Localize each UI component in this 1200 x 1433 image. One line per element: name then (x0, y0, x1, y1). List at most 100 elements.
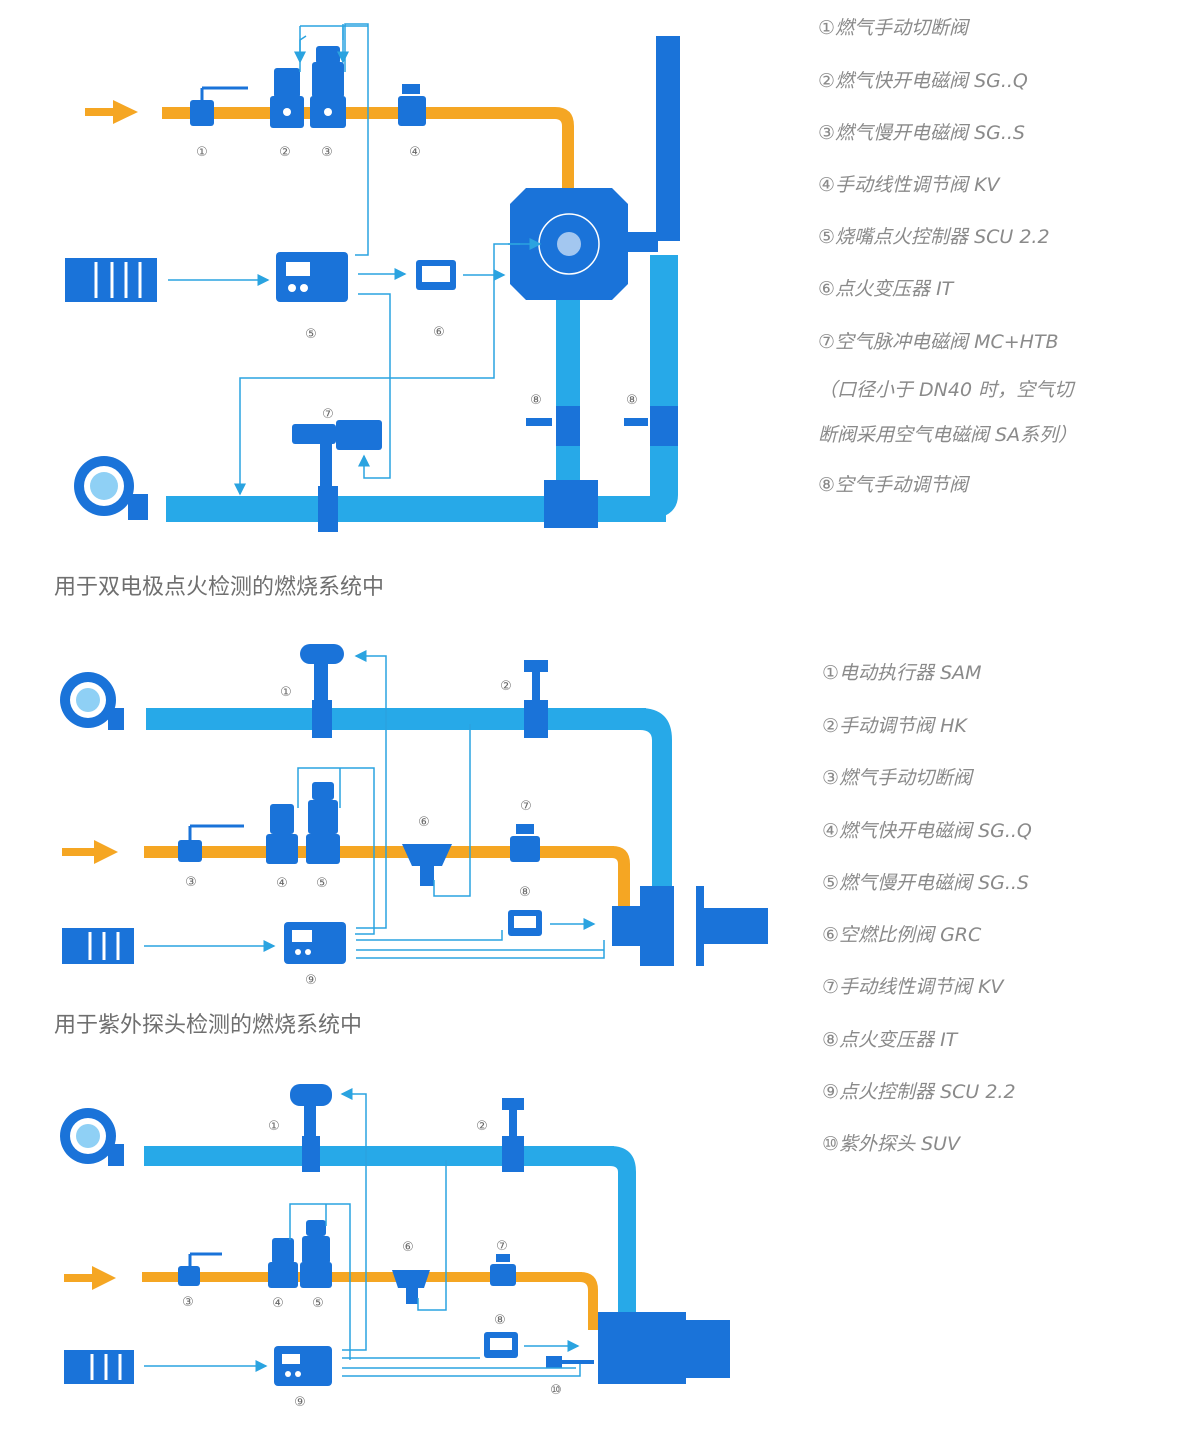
legend-1-item-7-note-a: （口径小于 DN40 时，空气切 (818, 379, 1076, 401)
section-title-2: 用于紫外探头检测的燃烧系统中 (54, 1013, 362, 1038)
gas-slow-valve-3 (300, 1220, 332, 1288)
gas-slow-solenoid-valve (310, 46, 346, 128)
manual-linear-valve (398, 84, 426, 126)
d2-label-2: ② (500, 679, 512, 694)
blower-icon-2 (60, 672, 124, 730)
diagram-1: ① ② ③ ④ ⑤ ⑥ (65, 23, 680, 532)
legend-1-item-7-note-b: 断阀采用空气电磁阀 SA系列） (818, 424, 1077, 446)
d3-label-9: ⑨ (294, 1395, 306, 1410)
d2-label-8: ⑧ (519, 885, 531, 900)
legend-2-item-4: ④燃气快开电磁阀 SG..Q (822, 820, 1032, 842)
d3-label-2: ② (476, 1119, 488, 1134)
ignition-transformer (416, 260, 456, 290)
d3-label-5: ⑤ (312, 1296, 324, 1311)
legend-1-item-6: ⑥点火变压器 IT (818, 278, 955, 300)
control-panel-icon-3 (64, 1350, 134, 1384)
air-gas-ratio-valve-3 (392, 1270, 430, 1304)
ignition-transformer-2 (508, 910, 542, 936)
legend-2-item-6: ⑥空燃比例阀 GRC (822, 924, 982, 946)
ignition-controller (276, 252, 348, 302)
manual-adjust-valve-3 (502, 1098, 524, 1172)
section-title-1: 用于双电极点火检测的燃烧系统中 (54, 575, 384, 600)
air-line-2 (146, 708, 646, 730)
gas-line (162, 107, 574, 200)
legend-2: ①电动执行器 SAM ②手动调节阀 HK ③燃气手动切断阀 ④燃气快开电磁阀 S… (822, 662, 1032, 1155)
air-manual-valve-2 (624, 406, 678, 446)
d2-label-4: ④ (276, 876, 288, 891)
legend-1: ①燃气手动切断阀 ②燃气快开电磁阀 SG..Q ③燃气慢开电磁阀 SG..S ④… (818, 17, 1077, 496)
diagram-2: ① ② ③ (60, 644, 768, 988)
air-pulse-solenoid-valve (292, 420, 382, 488)
d3-label-4: ④ (272, 1296, 284, 1311)
manual-linear-valve-3 (490, 1254, 516, 1286)
d2-label-3: ③ (185, 875, 197, 890)
legend-1-item-8: ⑧空气手动调节阀 (818, 474, 971, 496)
gas-inlet-arrow-2 (62, 840, 118, 864)
d3-label-6: ⑥ (402, 1240, 414, 1255)
legend-1-item-2: ②燃气快开电磁阀 SG..Q (818, 70, 1028, 92)
label-7: ⑦ (322, 407, 334, 422)
label-2: ② (279, 145, 291, 160)
air-line-3 (144, 1146, 614, 1166)
manual-adjust-valve (524, 660, 548, 738)
ignition-controller-2 (284, 922, 346, 964)
label-8b: ⑧ (626, 393, 638, 408)
d3-label-1: ① (268, 1119, 280, 1134)
label-6: ⑥ (433, 325, 445, 340)
gas-manual-shutoff-valve (190, 86, 248, 126)
label-8a: ⑧ (530, 393, 542, 408)
gas-slow-valve-2 (306, 782, 340, 864)
gas-line-3 (142, 1272, 582, 1282)
gas-shutoff-valve-3 (178, 1252, 222, 1286)
control-panel-icon (65, 258, 157, 302)
d3-label-10: ⑩ (550, 1383, 562, 1398)
d3-label-7: ⑦ (496, 1239, 508, 1254)
diagram-3: ① ② ③ ④ (60, 1084, 730, 1410)
d2-label-7: ⑦ (520, 799, 532, 814)
gas-shutoff-valve-2 (178, 824, 244, 862)
legend-1-item-3: ③燃气慢开电磁阀 SG..S (818, 122, 1025, 144)
legend-2-item-9: ⑨点火控制器 SCU 2.2 (822, 1081, 1016, 1103)
legend-2-item-5: ⑤燃气慢开电磁阀 SG..S (822, 872, 1029, 894)
burner-body (510, 188, 628, 300)
label-1: ① (196, 145, 208, 160)
legend-1-item-5: ⑤烧嘴点火控制器 SCU 2.2 (818, 226, 1050, 248)
gas-fast-valve-3 (268, 1238, 298, 1288)
legend-2-item-7: ⑦手动线性调节阀 KV (822, 976, 1006, 998)
legend-2-item-1: ①电动执行器 SAM (822, 662, 982, 684)
blower-icon-3 (60, 1108, 124, 1166)
label-4: ④ (409, 145, 421, 160)
legend-2-item-2: ②手动调节阀 HK (822, 715, 968, 737)
label-3: ③ (321, 145, 333, 160)
d2-label-5: ⑤ (316, 876, 328, 891)
d3-label-8: ⑧ (494, 1313, 506, 1328)
electric-actuator-3 (290, 1084, 332, 1172)
legend-2-item-3: ③燃气手动切断阀 (822, 767, 975, 789)
gas-fast-valve-2 (266, 804, 298, 864)
burner-3 (598, 1312, 730, 1384)
legend-1-item-4: ④手动线性调节阀 KV (818, 174, 1002, 196)
electric-actuator (300, 644, 344, 738)
legend-2-item-8: ⑧点火变压器 IT (822, 1029, 959, 1051)
legend-2-item-10: ⑩紫外探头 SUV (822, 1133, 962, 1155)
control-panel-icon-2 (62, 928, 134, 964)
uv-sensor (546, 1356, 594, 1368)
legend-1-item-7: ⑦空气脉冲电磁阀 MC+HTB (818, 331, 1059, 353)
gas-inlet-arrow-3 (64, 1266, 116, 1290)
legend-1-item-1: ①燃气手动切断阀 (818, 17, 971, 39)
burner-2 (612, 886, 768, 966)
label-5: ⑤ (305, 327, 317, 342)
gas-line-2 (144, 846, 614, 858)
gas-inlet-arrow (85, 100, 138, 124)
blower-icon (74, 456, 148, 520)
ignition-controller-3 (274, 1346, 332, 1386)
manual-linear-valve-2 (510, 824, 540, 862)
d2-label-1: ① (280, 685, 292, 700)
d2-label-6: ⑥ (418, 815, 430, 830)
d2-label-9: ⑨ (305, 973, 317, 988)
d3-label-3: ③ (182, 1295, 194, 1310)
ignition-transformer-3 (484, 1332, 518, 1358)
chimney (656, 36, 680, 241)
air-manual-valve-1 (526, 406, 580, 446)
